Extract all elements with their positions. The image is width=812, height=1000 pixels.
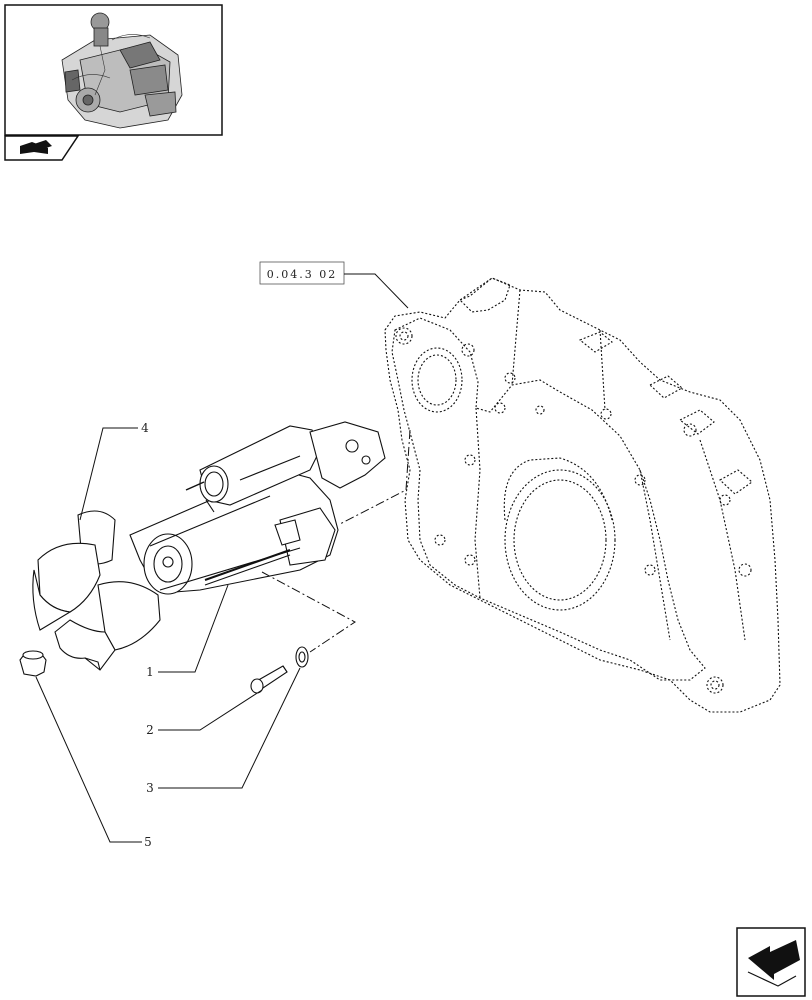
callout-label-2: 2 [146, 723, 154, 737]
washer [295, 646, 309, 668]
cap [19, 650, 47, 677]
reference-label: 0.04.3 02 [267, 268, 337, 281]
bolt [250, 665, 288, 694]
flywheel-housing [384, 277, 781, 713]
callout-leaders [35, 427, 301, 843]
assembly-guide-lines [261, 429, 411, 653]
next-page-arrow-icon[interactable] [736, 927, 806, 997]
book-tab-icon[interactable] [4, 135, 80, 161]
callout-label-3: 3 [146, 781, 154, 795]
callout-label-4: 4 [141, 421, 149, 435]
reference-box[interactable]: 0.04.3 02 [259, 261, 345, 285]
engine-thumbnail-icon[interactable] [4, 4, 223, 136]
protection-cover [32, 510, 161, 671]
starter-motor [129, 421, 386, 595]
callout-label-5: 5 [144, 835, 152, 849]
callout-label-1: 1 [146, 665, 154, 679]
